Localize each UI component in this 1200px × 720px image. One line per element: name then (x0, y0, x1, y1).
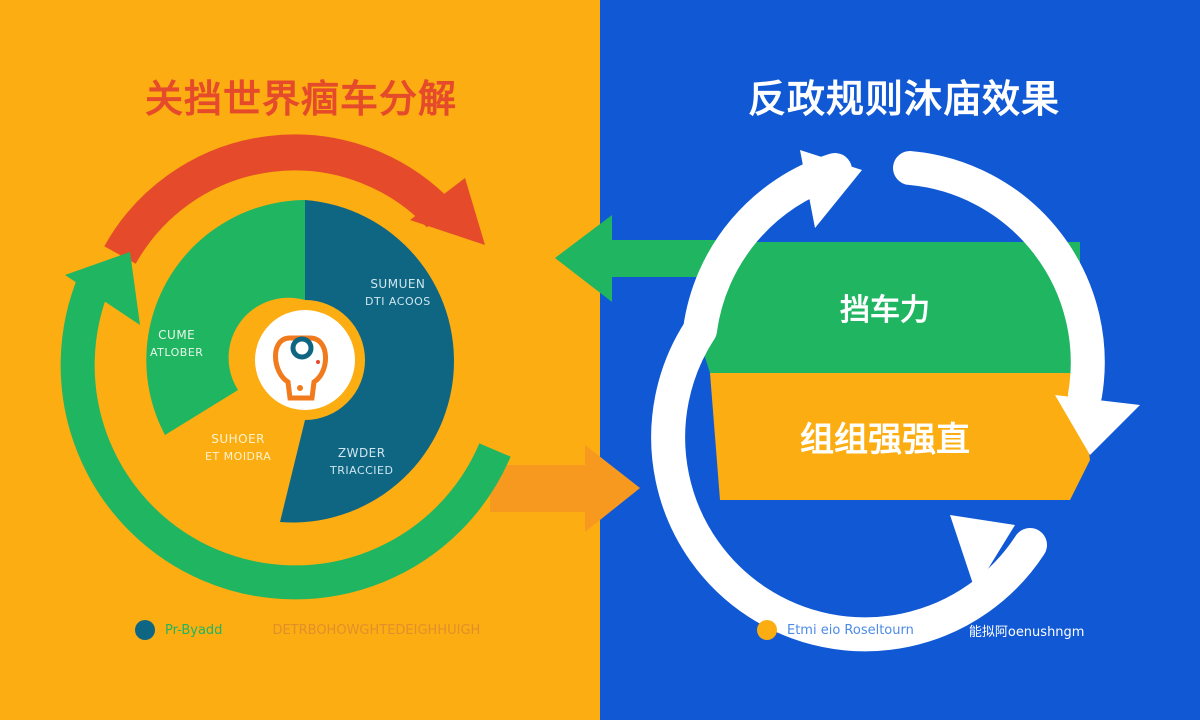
right-bands (690, 242, 1090, 500)
segment-label-teal-bottom: ZWDER TRIACCIED (330, 446, 394, 477)
left-title: 关挡世界痼车分解 (145, 77, 458, 121)
band-label-orange: 组组强强直 (800, 420, 970, 460)
legend-label-4: 能拟阿oenushngm (968, 624, 1085, 640)
legend-dot-orange (757, 620, 777, 640)
segment-label-teal-top: SUMUEN DTI ACOOS (365, 277, 431, 308)
right-connector-arrow-icon (490, 445, 640, 532)
segment-label-green: CUME ATLOBER (150, 328, 204, 359)
segment-label-orange: SUHOER ET MOIDRA (205, 432, 272, 463)
legend-label-2: DETRBOHOWGHTEDEIGHHUIGH (272, 622, 481, 638)
donut-chart (146, 200, 454, 523)
band-label-green: 挡车力 (840, 293, 930, 328)
legend-label-3: Etmi eio Roseltourn (787, 622, 914, 638)
red-cycle-arrow-icon (104, 134, 485, 264)
lightbulb-icon (273, 335, 328, 401)
right-legend: Etmi eio Roseltourn 能拟阿oenushngm (757, 620, 1084, 640)
left-legend: Pr-Byadd DETRBOHOWGHTEDEIGHHUIGH (135, 620, 480, 640)
legend-label-1: Pr-Byadd (165, 622, 223, 638)
legend-dot-teal (135, 620, 155, 640)
right-title: 反政规则沐庙效果 (748, 77, 1061, 121)
green-cycle-arrow-icon (60, 252, 511, 600)
left-connector-arrow-icon (555, 215, 735, 302)
